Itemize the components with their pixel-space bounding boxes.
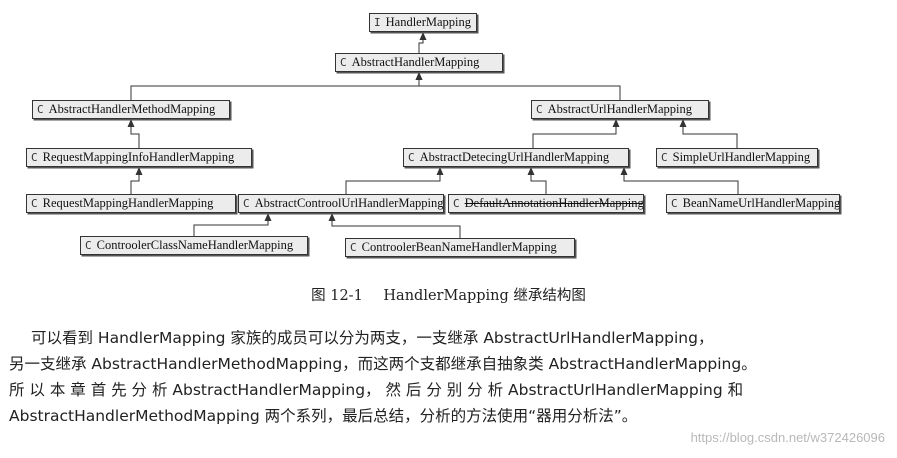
class-badge-icon: C xyxy=(31,151,38,164)
edge-default-annotation-handler-mapping xyxy=(530,173,547,194)
edge-controoler-bean-name-handler-mapping xyxy=(331,219,461,238)
class-badge-icon: C xyxy=(31,197,38,210)
node-label: SimpleUrlHandlerMapping xyxy=(672,150,811,164)
class-badge-icon: C xyxy=(408,151,415,164)
node-controoler-class-name-handler-mapping: C ControolerClassNameHandlerMapping xyxy=(80,236,308,255)
node-label: AbstractHandlerMethodMapping xyxy=(48,102,216,116)
arrowhead-icon xyxy=(679,119,687,127)
node-label: HandlerMapping xyxy=(385,15,472,29)
node-label: ControolerBeanNameHandlerMapping xyxy=(361,240,557,254)
node-label: AbstractDetecingUrlHandlerMapping xyxy=(419,150,610,164)
arrowhead-icon xyxy=(419,32,427,40)
arrowhead-icon xyxy=(127,119,135,127)
edge-request-mapping-info-handler-mapping xyxy=(130,125,140,148)
node-abstract-handler-method-mapping: C AbstractHandlerMethodMapping xyxy=(32,100,230,119)
edge-abstract-controol-url-handler-mapping xyxy=(345,173,441,194)
interface-badge-icon: I xyxy=(374,16,381,29)
class-badge-icon: C xyxy=(85,239,92,252)
node-default-annotation-handler-mapping: C DefaultAnnotationHandlerMapping xyxy=(448,194,644,213)
arrowhead-icon xyxy=(527,167,535,175)
paragraph-line: 另一支继承 AbstractHandlerMethodMapping，而这两个支… xyxy=(9,355,757,373)
node-abstract-detecing-url-handler-mapping: C AbstractDetecingUrlHandlerMapping xyxy=(403,148,629,167)
body-paragraph: 可以看到 HandlerMapping 家族的成员可以分为两支，一支继承 Abs… xyxy=(9,325,889,429)
node-request-mapping-info-handler-mapping: C RequestMappingInfoHandlerMapping xyxy=(26,148,252,167)
arrowhead-icon xyxy=(264,213,272,221)
arrowhead-icon xyxy=(612,119,620,127)
arrowhead-icon xyxy=(620,167,628,175)
arrowhead-icon xyxy=(415,72,423,80)
node-abstract-controol-url-handler-mapping: C AbstractControolUrlHandlerMapping xyxy=(238,194,444,213)
node-label: RequestMappingHandlerMapping xyxy=(42,196,214,210)
node-controoler-bean-name-handler-mapping: C ControolerBeanNameHandlerMapping xyxy=(345,238,575,257)
node-abstract-url-handler-mapping: C AbstractUrlHandlerMapping xyxy=(531,100,709,119)
edge-abstract-url-handler-mapping xyxy=(418,78,621,100)
node-handler-mapping: I HandlerMapping xyxy=(369,13,477,32)
inheritance-diagram: I HandlerMapping C AbstractHandlerMappin… xyxy=(26,13,840,257)
node-request-mapping-handler-mapping: C RequestMappingHandlerMapping xyxy=(26,194,236,213)
node-bean-name-url-handler-mapping: C BeanNameUrlHandlerMapping xyxy=(666,194,840,213)
node-label: AbstractHandlerMapping xyxy=(351,55,480,69)
class-badge-icon: C xyxy=(340,56,347,69)
class-badge-icon: C xyxy=(671,197,678,210)
node-simple-url-handler-mapping: C SimpleUrlHandlerMapping xyxy=(656,148,818,167)
edge-simple-url-handler-mapping xyxy=(682,125,738,148)
edge-request-mapping-handler-mapping xyxy=(130,173,140,194)
class-badge-icon: C xyxy=(453,197,460,210)
edge-abstract-handler-method-mapping xyxy=(130,78,420,100)
arrowhead-icon xyxy=(328,213,336,221)
arrowhead-icon xyxy=(135,167,143,175)
node-label: BeanNameUrlHandlerMapping xyxy=(682,196,840,210)
class-badge-icon: C xyxy=(350,241,357,254)
class-badge-icon: C xyxy=(37,103,44,116)
paragraph-line: 所 以 本 章 首 先 分 析 AbstractHandlerMapping， … xyxy=(9,381,744,399)
paragraph-line: AbstractHandlerMethodMapping 两个系列，最后总结，分… xyxy=(9,407,638,425)
figure-title: HandlerMapping 继承结构图 xyxy=(383,288,586,304)
edge-abstract-handler-mapping xyxy=(418,38,424,53)
node-label: ControolerClassNameHandlerMapping xyxy=(96,238,294,252)
class-badge-icon: C xyxy=(661,151,668,164)
node-label: AbstractControolUrlHandlerMapping xyxy=(254,196,444,210)
inheritance-edges xyxy=(127,32,739,238)
figure-caption: 图 12-1 HandlerMapping 继承结构图 xyxy=(0,284,897,305)
node-label: RequestMappingInfoHandlerMapping xyxy=(42,150,235,164)
arrowhead-icon xyxy=(436,167,444,175)
node-label-deprecated: DefaultAnnotationHandlerMapping xyxy=(464,196,644,210)
edge-abstract-detecing-url-handler-mapping xyxy=(532,125,617,148)
paragraph-line: 可以看到 HandlerMapping 家族的成员可以分为两支，一支继承 Abs… xyxy=(31,329,714,347)
edge-bean-name-url-handler-mapping xyxy=(623,173,739,194)
watermark-text: https://blog.csdn.net/w372426096 xyxy=(690,430,885,445)
figure-number: 图 12-1 xyxy=(311,288,363,304)
node-abstract-handler-mapping: C AbstractHandlerMapping xyxy=(335,53,503,72)
class-badge-icon: C xyxy=(243,197,250,210)
class-badge-icon: C xyxy=(536,103,543,116)
edge-controoler-class-name-handler-mapping xyxy=(193,219,269,236)
node-label: AbstractUrlHandlerMapping xyxy=(547,102,693,116)
